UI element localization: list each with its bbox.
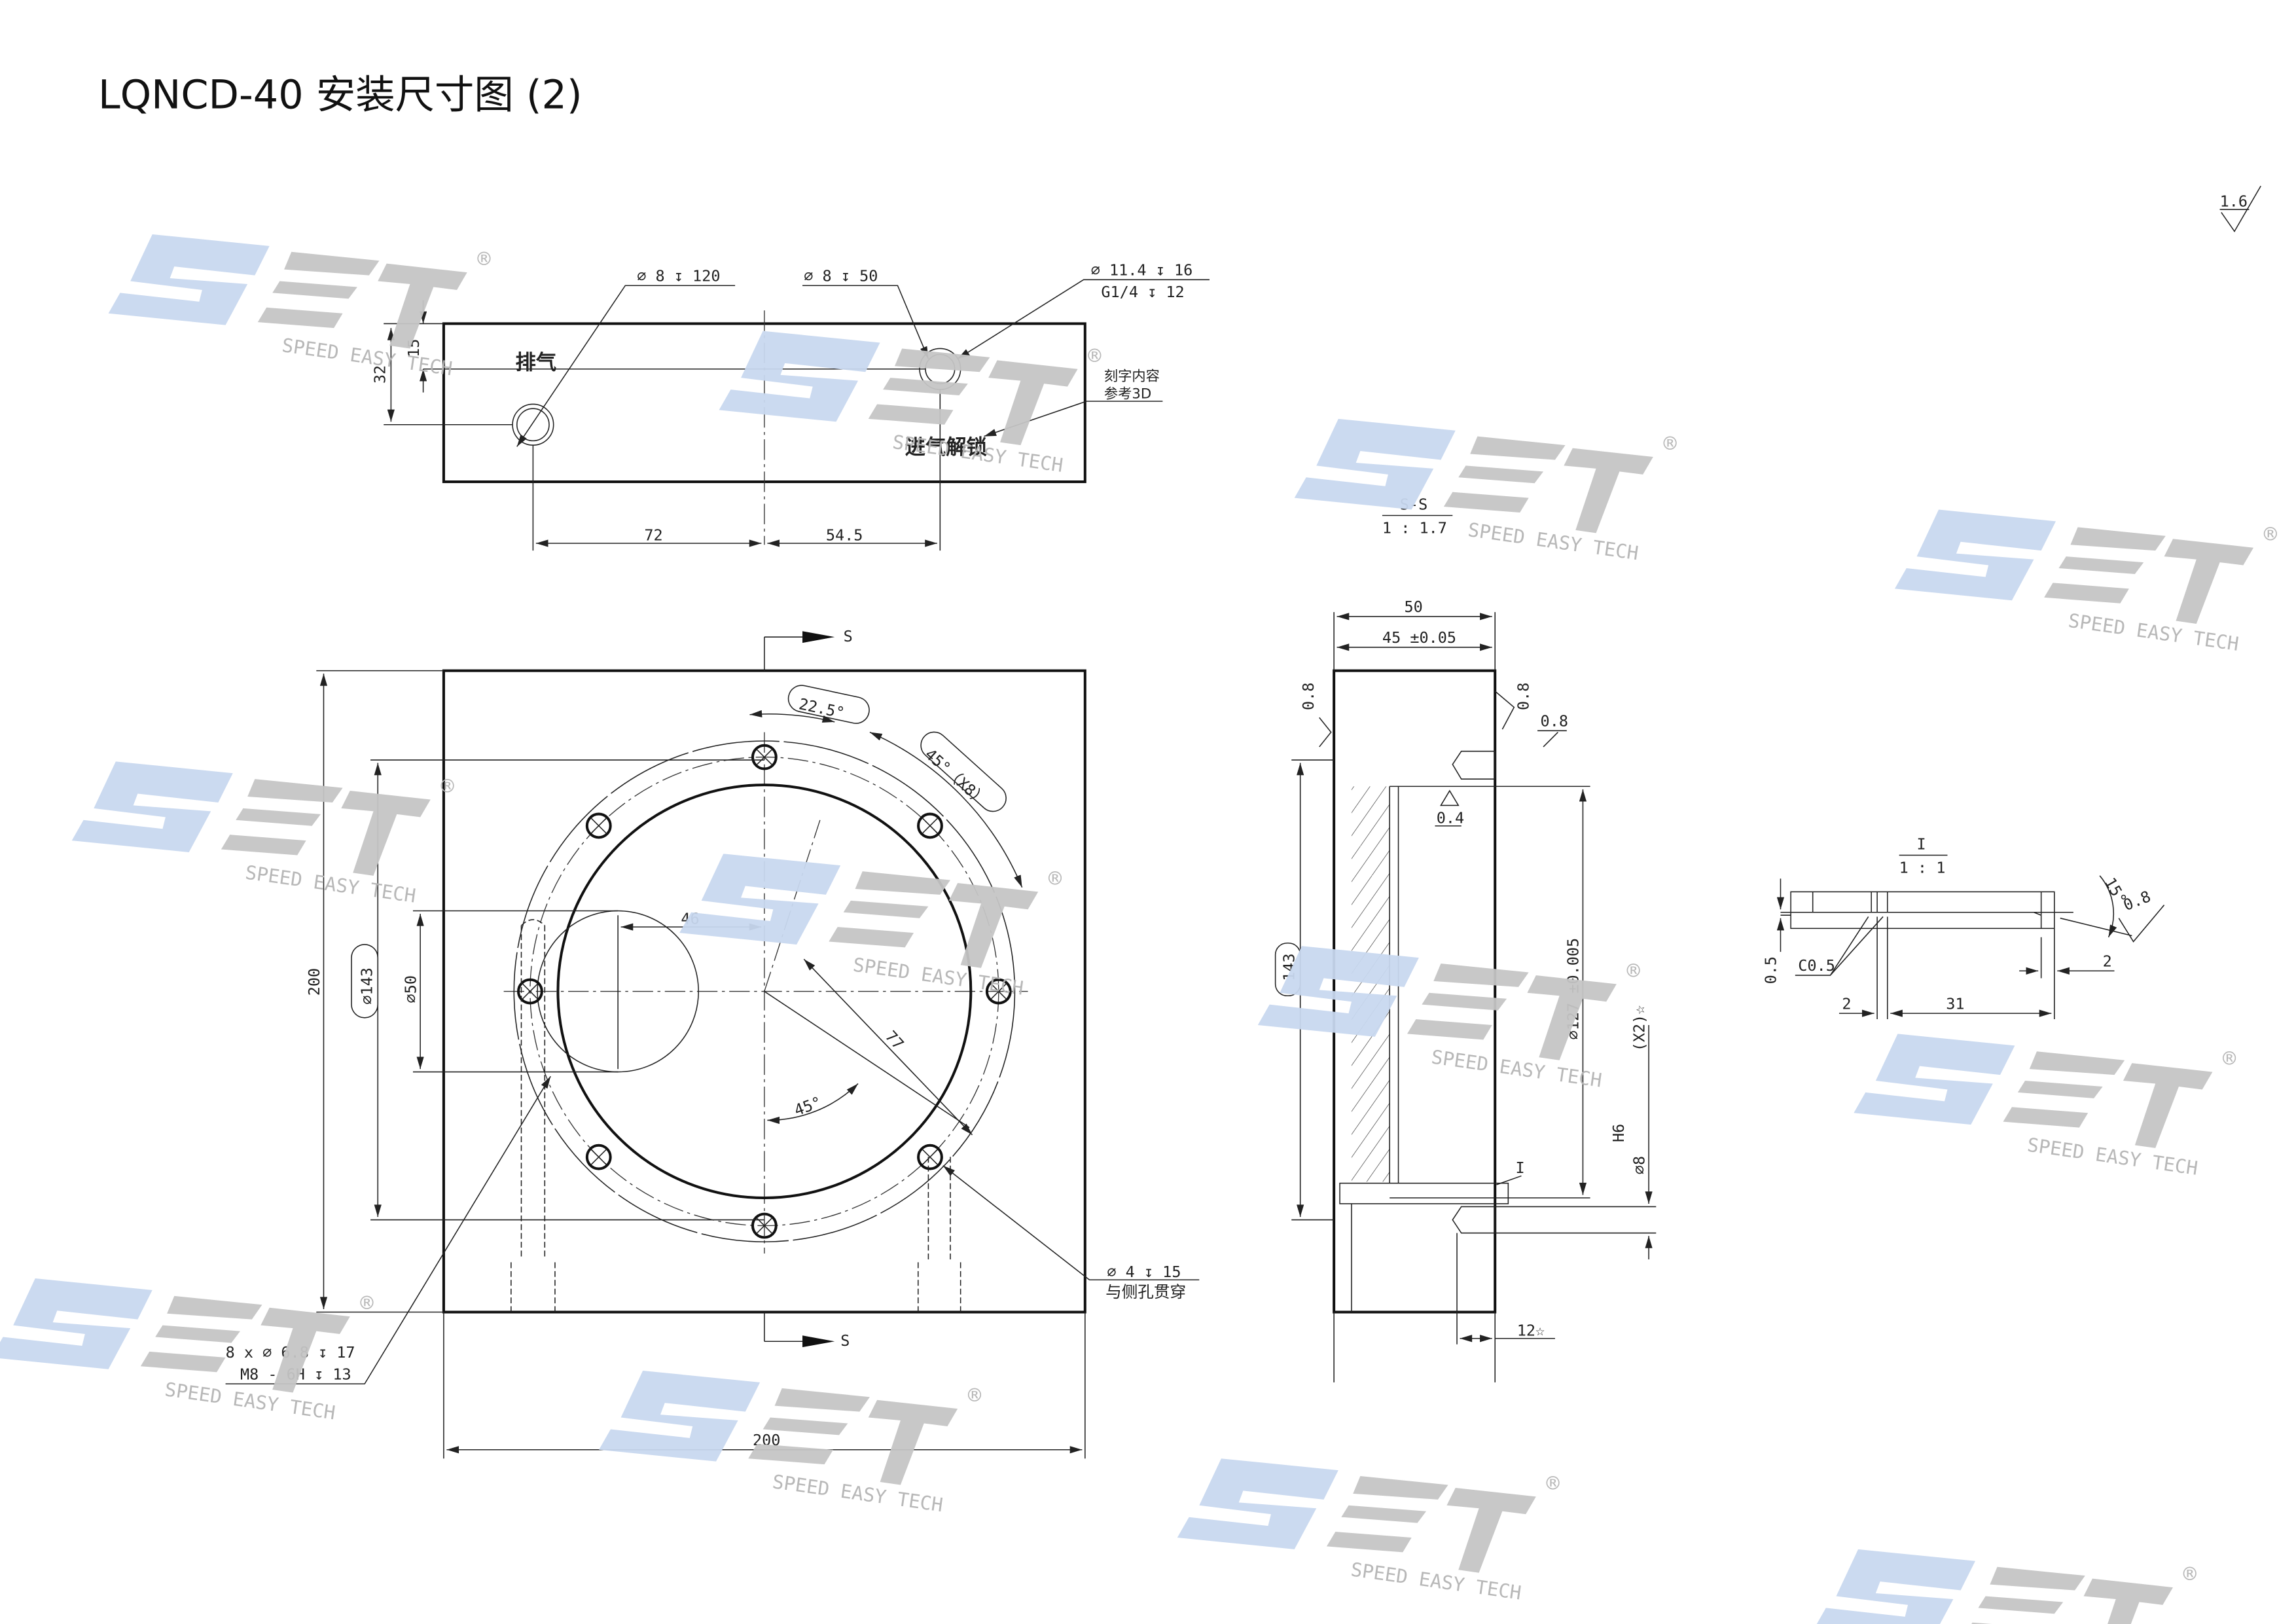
watermark-logo [108,234,492,380]
callout-port-thread: G1/4 ↧ 12 [1101,283,1184,301]
fit-h6: H6 [1609,1124,1628,1142]
watermark-logo [599,1370,982,1517]
dim-54-5: 54.5 [826,526,863,545]
roughness-right-2: 0.8 [1541,712,1568,731]
dim-height-200: 200 [305,968,323,996]
dim-2-right: 2 [2103,952,2112,971]
callout-side-hole-note: 与侧孔贯穿 [1105,1282,1186,1301]
bolt-hole-cross [757,1218,772,1234]
bolt-hole [751,1212,778,1239]
dim-d143: ⌀143 [357,967,376,1005]
bolt-hole-cross [757,749,772,765]
dim-0-5: 0.5 [1762,956,1780,984]
watermark-logo [1894,509,2278,655]
section-view: S-S 1 : 1.7 50 45 ±0.05 0.8 0.8 0.8 0.4 … [1274,496,1657,1382]
svg-text:1.6: 1.6 [2220,192,2248,210]
bolt-hole-cross [922,818,938,834]
page-title: LQNCD-40 安装尺寸图 (2) [98,73,583,118]
bolt-hole [917,1144,943,1170]
watermark-logo [719,331,1102,477]
watermark-logo [1814,1549,2197,1624]
section-scale: 1 : 1.7 [1382,518,1447,537]
watermarks [0,234,2278,1624]
bolt-hole-cross [591,1149,607,1165]
x2-marker: (X2)☆ [1630,1005,1648,1052]
dim-50: 50 [1405,598,1423,616]
dim-72: 72 [644,526,662,545]
section-mark-top: S [844,627,853,645]
engrave-note-ref: 参考3D [1104,386,1151,403]
bolt-hole [585,1144,612,1170]
detail-scale: 1 : 1 [1899,858,1946,876]
engrave-note: 刻字内容 [1104,369,1160,385]
roughness-right: 0.8 [1515,683,1533,710]
callout-side-hole: ⌀ 4 ↧ 15 [1107,1263,1181,1281]
dim-31: 31 [1946,994,1964,1013]
section-mark-bottom: S [840,1331,850,1350]
callout-port: ⌀ 11.4 ↧ 16 [1091,261,1193,280]
bolt-hole [517,978,543,1005]
exhaust-port [512,403,554,446]
roughness-bore: 0.4 [1437,808,1464,827]
angle-45: 45° [792,1093,824,1120]
detail-marker: I [1516,1159,1525,1177]
dim-d8: ⌀8 [1630,1156,1648,1174]
general-roughness-symbol: 1.6 [2219,185,2261,232]
angle-22-5: 22.5° [797,695,846,722]
label-exhaust: 排气 [516,351,557,374]
detail-name: I [1917,835,1926,854]
callout-exhaust: ⌀ 8 ↧ 120 [637,267,720,285]
chamfer-c0-5: C0.5 [1798,956,1835,975]
watermark-logo [1854,1034,2237,1180]
bolt-hole [585,812,612,839]
watermark-logo [1294,418,1677,565]
bolt-hole-cross [922,1149,938,1165]
dim-12: 12☆ [1517,1321,1545,1339]
bolt-hole [751,744,778,770]
callout-inlet: ⌀ 8 ↧ 50 [804,267,878,285]
watermark-logo [679,854,1062,1000]
dim-77: 77 [882,1027,908,1053]
dim-d50: ⌀50 [401,975,420,1003]
watermark-logo [71,761,455,907]
dim-45-tolerance: 45 ±0.05 [1382,628,1456,647]
roughness-left: 0.8 [1299,683,1318,710]
bolt-hole-cross [591,818,607,834]
dim-2-left: 2 [1842,994,1851,1013]
detail-view: I 1 : 1 0.5 C0.5 2 31 2 15° 0.8 [1762,835,2165,1020]
watermark-logo [1177,1458,1560,1604]
bolt-hole-cross [522,983,538,1000]
angle-45-x8: 45°（X8） [922,745,991,810]
front-view: S S 22.5° 45°（X8） 77 45° 46 200 ⌀143 ⌀50 [226,627,1200,1459]
